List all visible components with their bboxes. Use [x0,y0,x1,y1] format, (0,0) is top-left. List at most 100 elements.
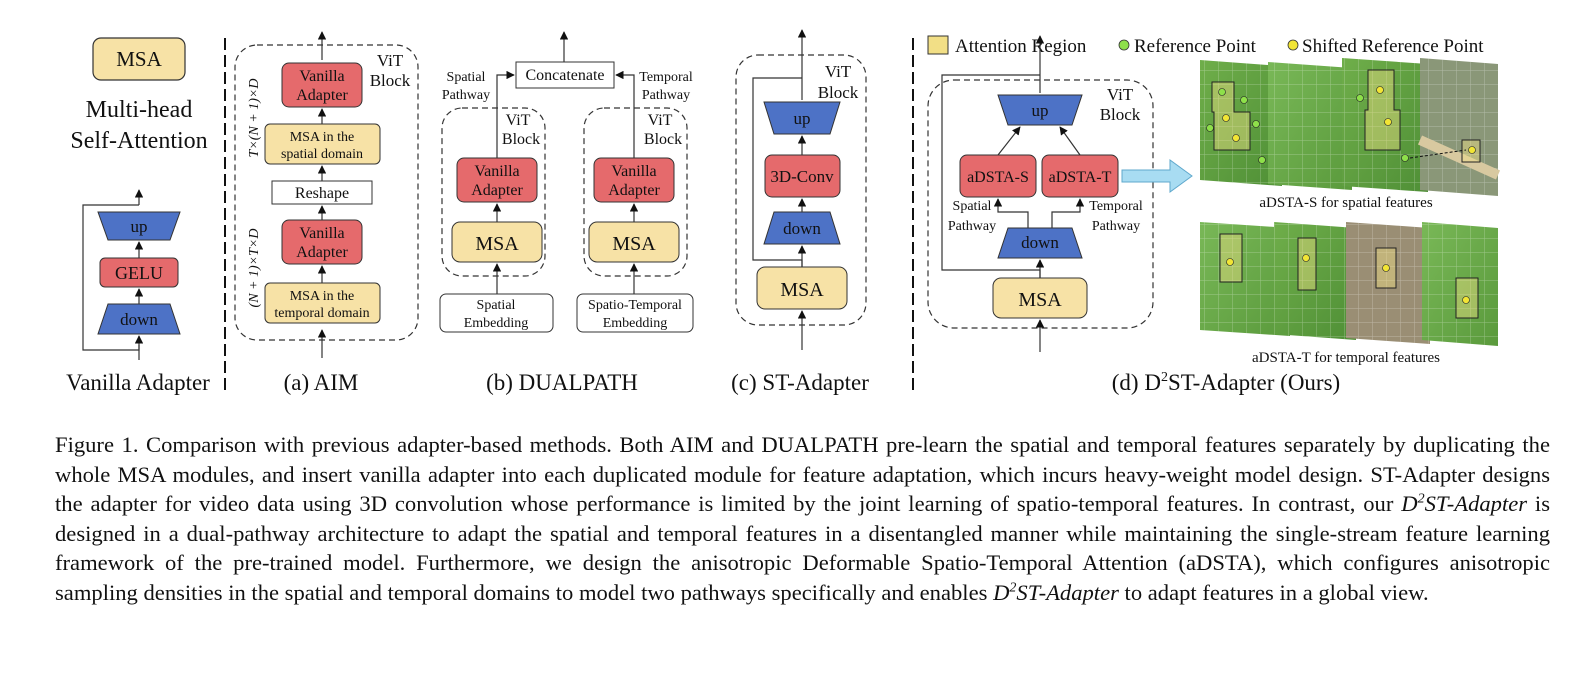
d2st-temporal-l2: Pathway [1092,219,1140,234]
concatenate-label: Concatenate [525,67,604,84]
d2st-vit-l2: Block [1100,105,1141,124]
st-vit-block [735,54,867,326]
dp-adapter-right-l1: Vanilla [611,163,656,180]
msa-caption-line2: Self-Attention [70,128,207,154]
d2st-up [997,94,1083,126]
aim-msa-temporal-l2: temporal domain [274,306,369,321]
dp-vit-block-left [441,107,546,277]
dp-vit-right-l2: Block [644,131,682,148]
dualpath-panel: Concatenate Spatial Pathway Temporal Pat… [439,31,694,395]
adsta-s-label: aDSTA-S [967,169,1029,186]
down-label: down [120,310,158,329]
d2st-label: (d) D2ST-Adapter (Ours) [1112,370,1340,395]
dp-vit-block-right [583,107,688,277]
d2st-spatial-l1: Spatial [953,199,992,214]
d2st-vit-block [927,79,1154,329]
st-vit-l1: ViT [825,62,852,81]
aim-reshape-label: Reshape [295,185,349,202]
aim-label: (a) AIM [284,370,359,395]
concatenate-box [515,61,615,89]
dp-emb-left-l2: Embedding [464,316,529,331]
vanilla-adapter-panel: MSA Multi-head Self-Attention up GELU do… [66,37,210,395]
dp-emb-right-l1: Spatio-Temporal [588,298,682,313]
aim-msa-spatial-l2: spatial domain [281,147,363,162]
caption-temporal: aDSTA-T for temporal features [1252,350,1440,366]
vanilla-adapter-label: Vanilla Adapter [66,370,210,395]
caption-method-name-1: D2ST-Adapter [1401,491,1528,516]
dp-msa-left [451,221,543,263]
aim-reshape [271,180,373,205]
dp-msa-right-label: MSA [612,233,656,255]
dp-adapter-left [456,157,538,203]
msa-legend-box [92,37,186,81]
d2st-spatial-l2: Pathway [948,219,996,234]
st-up-label: up [794,109,811,128]
figure-diagram: MSA Multi-head Self-Attention up GELU do… [66,29,1501,395]
aim-dim-bottom: (N + 1)×T×D [247,229,262,308]
caption-part2: is designed in a dual-pathway architectu… [55,491,1550,605]
dp-spatial-l1: Spatial [447,70,486,85]
st-down-label: down [783,219,821,238]
d2st-panel: Attention Region Reference Point Shifted… [927,35,1501,395]
legend-shifted-dot [1287,39,1299,51]
dualpath-label: (b) DUALPATH [486,370,638,395]
legend-reference-dot [1118,39,1130,51]
dp-adapter-left-l2: Adapter [471,182,523,199]
caption-method-name-2: D2ST-Adapter [993,579,1119,605]
gelu-label: GELU [115,263,163,283]
msa-caption-line1: Multi-head [86,97,193,123]
d2st-vit-l1: ViT [1107,85,1134,104]
st-msa [756,266,848,310]
st-up [763,101,841,135]
dp-msa-left-label: MSA [475,233,519,255]
caption-part3: to adapt features in a global view. [1118,579,1429,605]
dp-adapter-right-l2: Adapter [608,182,660,199]
aim-adapter-bottom [281,219,363,265]
adsta-t-box [1041,154,1119,198]
caption-part1: Figure 1. Comparison with previous adapt… [55,432,1550,516]
d2st-temporal-l1: Temporal [1089,199,1143,214]
st-adapter-label: (c) ST-Adapter [731,370,869,395]
d2st-down-label: down [1021,233,1059,252]
d2st-msa-label: MSA [1018,289,1062,311]
d2st-msa [992,277,1088,319]
dp-vit-left-l2: Block [502,131,540,148]
dp-msa-right [588,221,680,263]
aim-msa-temporal-l1: MSA in the [290,289,355,304]
aim-msa-temporal [264,282,381,324]
legend-attention-box [927,35,949,55]
st-adapter-panel: ViT Block up 3D-Conv down MSA (c) ST-Ada… [731,29,869,395]
aim-vit-label-2: Block [370,71,411,90]
st-conv [764,154,841,198]
adsta-t-label: aDSTA-T [1049,169,1112,186]
dp-embedding-left [439,293,554,333]
transition-arrow [1121,159,1193,193]
legend-reference-label: Reference Point [1134,36,1257,57]
aim-adapter-top-l2: Adapter [296,87,348,104]
d2st-up-label: up [1032,101,1049,120]
dp-adapter-left-l1: Vanilla [474,163,519,180]
aim-msa-spatial-l1: MSA in the [290,130,355,145]
dp-temporal-l1: Temporal [639,70,693,85]
aim-adapter-top [281,62,363,108]
spatial-attention-frames [1200,58,1501,196]
down-projection [97,303,181,335]
dp-emb-left-l1: Spatial [477,298,516,313]
aim-dim-top: T×(N + 1)×D [247,79,262,158]
dp-emb-right-l2: Embedding [603,316,668,331]
d2st-down [997,227,1083,259]
aim-vit-label-1: ViT [377,51,404,70]
dp-vit-left-l1: ViT [506,112,531,129]
up-projection [97,211,181,241]
st-msa-label: MSA [780,279,824,301]
up-label: up [131,217,148,236]
legend-attention-label: Attention Region [955,36,1087,57]
temporal-attention-frames [1200,222,1498,346]
aim-adapter-top-l1: Vanilla [299,68,344,85]
msa-legend-text: MSA [116,47,162,71]
figure-caption: Figure 1. Comparison with previous adapt… [55,430,1550,607]
adsta-s-box [959,154,1037,198]
legend-shifted-label: Shifted Reference Point [1302,36,1484,57]
aim-adapter-bottom-l2: Adapter [296,244,348,261]
gelu-box [99,257,179,288]
